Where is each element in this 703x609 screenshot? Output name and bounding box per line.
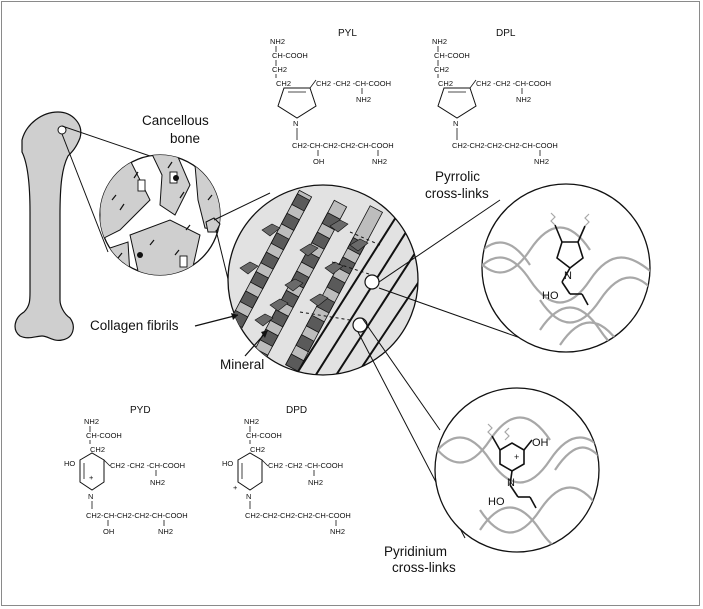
svg-text:N: N bbox=[88, 492, 93, 501]
svg-text:N: N bbox=[246, 492, 251, 501]
svg-text:NH2: NH2 bbox=[150, 478, 165, 487]
svg-text:CH2-CH-CH2-CH2-CH-COOH: CH2-CH-CH2-CH2-CH-COOH bbox=[86, 511, 188, 520]
pyridinium-label-2: cross-links bbox=[392, 560, 456, 575]
pyrrolic-label-2: cross-links bbox=[425, 186, 489, 201]
svg-text:NH2: NH2 bbox=[308, 478, 323, 487]
pyridinium-site-marker bbox=[352, 317, 368, 333]
pyridinium-charge: + bbox=[514, 452, 519, 462]
pyrrolic-crosslink-inset: N HO bbox=[481, 183, 651, 353]
svg-text:CH2: CH2 bbox=[434, 65, 449, 74]
svg-text:N: N bbox=[293, 119, 298, 128]
dpd-structure: DPD NH2 CH-COOH CH2 HO CH2 -CH2 -CH-COOH… bbox=[222, 405, 351, 536]
svg-text:CH2 -CH2 -CH-COOH: CH2 -CH2 -CH-COOH bbox=[110, 461, 185, 470]
pyridinium-oh: OH bbox=[532, 437, 549, 449]
svg-text:CH-COOH: CH-COOH bbox=[434, 51, 470, 60]
svg-text:CH-COOH: CH-COOH bbox=[272, 51, 308, 60]
svg-text:OH: OH bbox=[313, 157, 324, 166]
svg-text:CH2: CH2 bbox=[276, 79, 291, 88]
collagen-fibrils-label: Collagen fibrils bbox=[90, 318, 179, 333]
zoom-line bbox=[213, 192, 271, 221]
cancellous-bone-circle bbox=[99, 154, 221, 276]
cancellous-label-2: bone bbox=[170, 131, 200, 146]
femur-bone bbox=[14, 111, 82, 342]
svg-text:CH2-CH2-CH2-CH2-CH-COOH: CH2-CH2-CH2-CH2-CH-COOH bbox=[245, 511, 351, 520]
svg-text:NH2: NH2 bbox=[372, 157, 387, 166]
pyrrolic-label-1: Pyrrolic bbox=[435, 169, 480, 184]
svg-text:CH2-CH2-CH2-CH2-CH-COOH: CH2-CH2-CH2-CH2-CH-COOH bbox=[452, 141, 558, 150]
collagen-fibril-circle bbox=[227, 184, 419, 376]
collagen-arrow bbox=[194, 314, 239, 327]
dpl-name: DPL bbox=[496, 28, 516, 39]
svg-text:NH2: NH2 bbox=[516, 95, 531, 104]
svg-text:CH2: CH2 bbox=[272, 65, 287, 74]
zoom-line bbox=[378, 199, 501, 283]
svg-text:NH2: NH2 bbox=[84, 417, 99, 426]
pyl-structure: PYL NH2 CH-COOH CH2 CH2 CH2 -CH2 -CH-COO… bbox=[270, 28, 394, 166]
pyd-structure: PYD NH2 CH-COOH CH2 HO CH2 -CH2 -CH-COOH… bbox=[64, 405, 188, 536]
mineral-label: Mineral bbox=[220, 357, 264, 372]
zoom-line bbox=[61, 125, 151, 157]
svg-text:CH-COOH: CH-COOH bbox=[246, 431, 282, 440]
svg-text:CH2-CH-CH2-CH2-CH-COOH: CH2-CH-CH2-CH2-CH-COOH bbox=[292, 141, 394, 150]
svg-text:CH2 -CH2 -CH-COOH: CH2 -CH2 -CH-COOH bbox=[476, 79, 551, 88]
svg-text:+: + bbox=[233, 483, 238, 492]
svg-text:HO: HO bbox=[222, 459, 233, 468]
zoom-line bbox=[61, 133, 109, 253]
svg-text:NH2: NH2 bbox=[432, 37, 447, 46]
svg-text:CH2: CH2 bbox=[90, 445, 105, 454]
svg-text:NH2: NH2 bbox=[244, 417, 259, 426]
svg-text:NH2: NH2 bbox=[330, 527, 345, 536]
svg-text:NH2: NH2 bbox=[534, 157, 549, 166]
pyrrolic-n-atom: N bbox=[564, 270, 572, 282]
svg-text:NH2: NH2 bbox=[270, 37, 285, 46]
svg-text:NH2: NH2 bbox=[158, 527, 173, 536]
svg-text:CH2 -CH2 -CH-COOH: CH2 -CH2 -CH-COOH bbox=[316, 79, 391, 88]
svg-text:OH: OH bbox=[103, 527, 114, 536]
pyd-name: PYD bbox=[130, 405, 151, 416]
pyridinium-ho: HO bbox=[488, 496, 505, 508]
svg-text:CH-COOH: CH-COOH bbox=[86, 431, 122, 440]
dpl-structure: DPL NH2 CH-COOH CH2 CH2 CH2 -CH2 -CH-COO… bbox=[432, 28, 558, 166]
pyridinium-crosslink-inset: N + OH HO bbox=[434, 387, 600, 553]
pyridinium-n-atom: N bbox=[507, 477, 515, 489]
zoom-line bbox=[361, 317, 441, 431]
svg-text:CH2: CH2 bbox=[250, 445, 265, 454]
svg-text:CH2 -CH2 -CH-COOH: CH2 -CH2 -CH-COOH bbox=[268, 461, 343, 470]
svg-text:+: + bbox=[89, 473, 94, 482]
pyrrolic-site-marker bbox=[364, 274, 380, 290]
pyridinium-label-1: Pyridinium bbox=[384, 544, 447, 559]
pyrrolic-ho: HO bbox=[542, 290, 559, 302]
svg-text:NH2: NH2 bbox=[356, 95, 371, 104]
svg-text:HO: HO bbox=[64, 459, 75, 468]
svg-text:CH2: CH2 bbox=[438, 79, 453, 88]
pyl-name: PYL bbox=[338, 28, 357, 39]
svg-text:N: N bbox=[453, 119, 458, 128]
dpd-name: DPD bbox=[286, 405, 307, 416]
cancellous-label-1: Cancellous bbox=[142, 113, 209, 128]
